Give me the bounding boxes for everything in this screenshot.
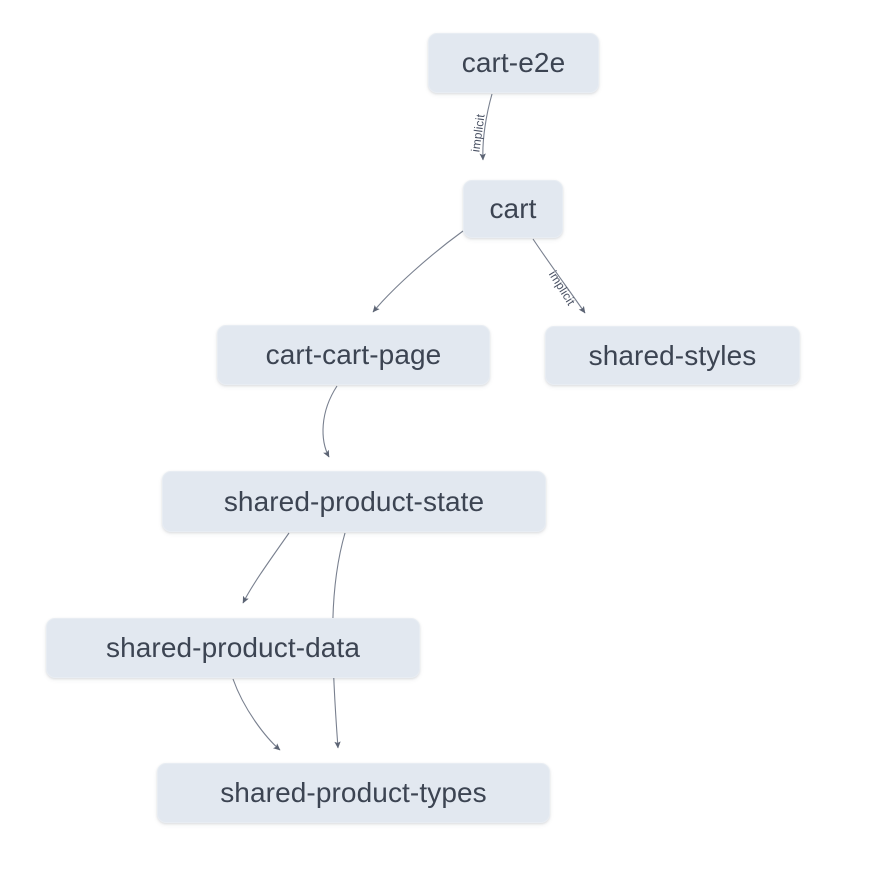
node-label-cart-e2e: cart-e2e <box>461 47 566 78</box>
node-cart[interactable]: cart <box>463 180 563 238</box>
edge-shared-product-state-to-shared-product-data <box>242 532 290 604</box>
edge-cart-cart-page-to-shared-product-state <box>322 385 338 458</box>
edge-cart-to-cart-cart-page <box>372 230 464 313</box>
node-label-cart: cart <box>489 193 537 224</box>
node-label-cart-cart-page: cart-cart-page <box>265 339 442 370</box>
node-cart-e2e[interactable]: cart-e2e <box>428 33 599 93</box>
node-cart-cart-page[interactable]: cart-cart-page <box>217 325 490 385</box>
node-shared-styles[interactable]: shared-styles <box>545 326 800 385</box>
node-shared-product-state[interactable]: shared-product-state <box>162 471 546 532</box>
node-shared-product-data[interactable]: shared-product-data <box>46 618 420 678</box>
node-label-shared-product-data: shared-product-data <box>105 632 361 663</box>
node-label-shared-styles: shared-styles <box>588 339 757 371</box>
node-label-shared-product-state: shared-product-state <box>223 485 485 517</box>
edge-shared-product-data-to-shared-product-types <box>232 678 281 751</box>
edge-cart-to-shared-styles <box>532 238 586 314</box>
node-shared-product-types[interactable]: shared-product-types <box>157 763 550 823</box>
node-label-shared-product-types: shared-product-types <box>220 777 487 808</box>
edge-cart-e2e-to-cart <box>479 93 493 161</box>
